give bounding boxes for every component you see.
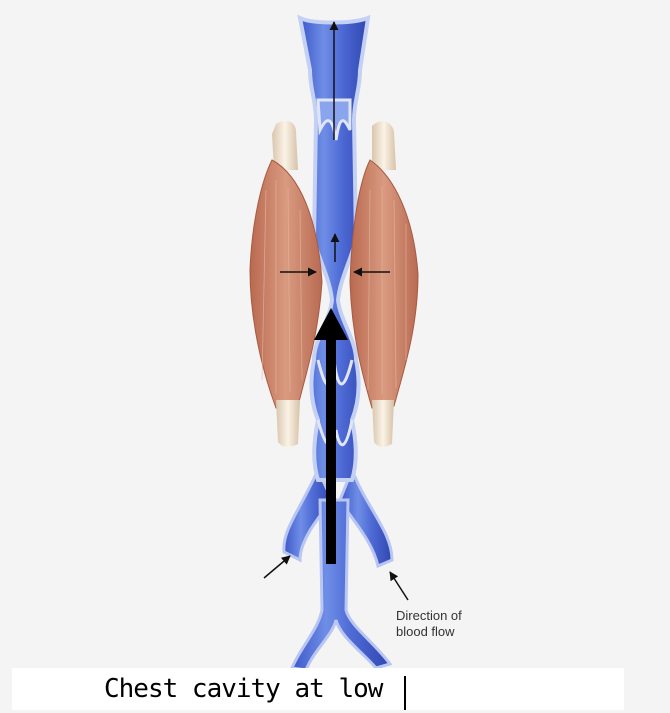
blood-flow-label: Direction of blood flow <box>396 608 506 640</box>
text-cursor <box>404 676 406 710</box>
blood-flow-label-line1: Direction of <box>396 608 506 624</box>
caption-text[interactable]: Chest cavity at low <box>104 672 382 706</box>
blood-flow-label-line2: blood flow <box>396 624 506 640</box>
